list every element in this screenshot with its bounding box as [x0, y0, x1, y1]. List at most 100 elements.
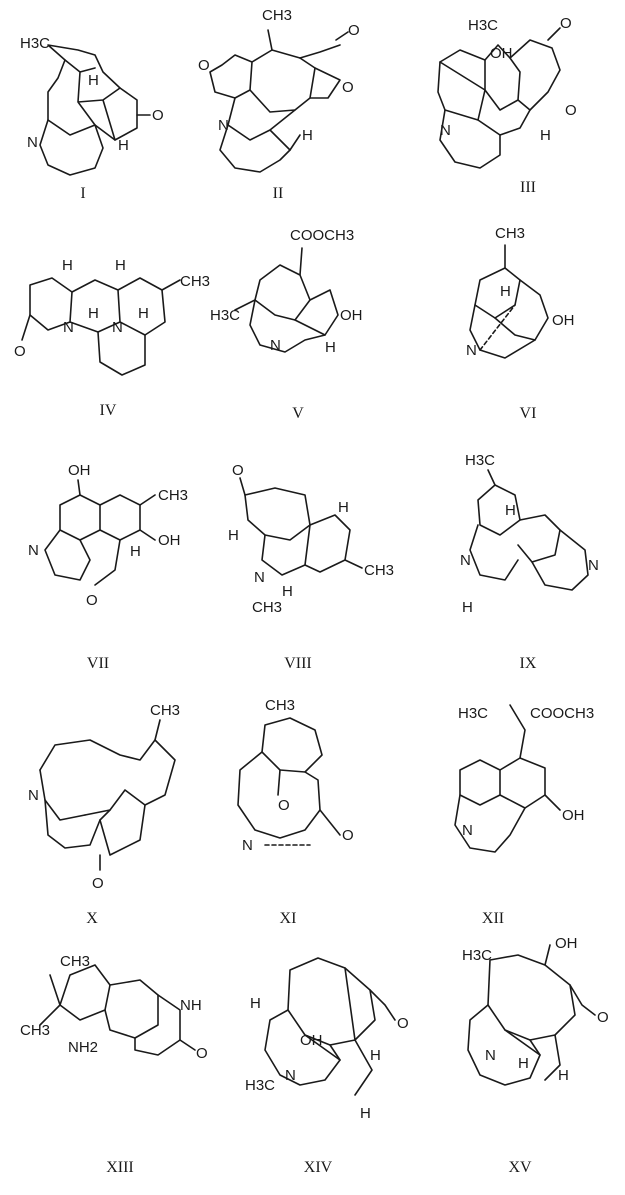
svg-text:H: H [302, 127, 313, 144]
svg-text:H3C: H3C [458, 705, 488, 722]
svg-text:OH: OH [552, 312, 575, 329]
compound-VIII: O H H N H CH3 CH3 VIII [228, 462, 394, 672]
compound-XIII-label-nh2: NH2 [68, 1039, 98, 1056]
svg-text:H3C: H3C [210, 307, 240, 324]
compound-IV-label-o: O [14, 343, 26, 360]
compound-VIII-number: VIII [284, 655, 312, 672]
compound-IV-label-h4: H [138, 305, 149, 322]
compound-XIV-label-n: N [285, 1067, 296, 1084]
compound-I-label-n: N [27, 134, 38, 151]
svg-text:CH3: CH3 [265, 697, 295, 714]
compound-XIV-label-h3: H [360, 1105, 371, 1122]
svg-text:H: H [540, 127, 551, 144]
compound-II-number: II [273, 185, 284, 202]
svg-text:CH3: CH3 [60, 953, 90, 970]
compound-XII: H3C COOCH3 N OH XII [454, 704, 594, 927]
svg-text:NH2: NH2 [68, 1039, 98, 1056]
compound-VII-number: VII [87, 655, 109, 672]
svg-text:N: N [112, 319, 123, 336]
svg-text:O: O [152, 107, 164, 124]
compound-XV-label-h3c: H3C [462, 947, 492, 964]
compound-I-number: I [80, 185, 85, 202]
compound-XIII-label-ch3-1: CH3 [60, 953, 90, 970]
compound-IX-number: IX [520, 655, 537, 672]
compound-V-label-cooch3: COOCH3 [290, 227, 354, 244]
compound-VIII-label-h1: H [228, 527, 239, 544]
compound-VII-label-oh1: OH [68, 462, 91, 479]
compound-IX-label-n-pyridine: N [588, 557, 599, 574]
svg-text:N: N [28, 542, 39, 559]
compound-II-label-o2: O [348, 22, 360, 39]
compound-XIV-label-o: O [397, 1015, 409, 1032]
svg-text:H: H [558, 1067, 569, 1084]
svg-text:O: O [92, 875, 104, 892]
compound-XI: CH3 O N O XI [237, 697, 354, 927]
compound-IX-skeleton [469, 469, 589, 591]
compound-X-label-n: N [28, 787, 39, 804]
svg-text:CH3: CH3 [150, 702, 180, 719]
svg-text:H: H [115, 257, 126, 274]
compound-VIII-label-h2: H [338, 499, 349, 516]
compound-XIII-label-o: O [196, 1045, 208, 1062]
compound-I-label-h3c: H3C [20, 35, 50, 52]
compound-XIV: H OH O H3C N H H XIV [245, 957, 409, 1176]
svg-text:N: N [462, 822, 473, 839]
compound-XI-skeleton [237, 717, 341, 839]
compound-XV-number: XV [508, 1159, 532, 1176]
svg-text:CH3: CH3 [20, 1022, 50, 1039]
svg-text:COOCH3: COOCH3 [530, 705, 594, 722]
svg-text:O: O [14, 343, 26, 360]
compound-XIV-number: XIV [304, 1159, 333, 1176]
compound-XI-number: XI [280, 910, 297, 927]
svg-text:O: O [560, 15, 572, 32]
svg-text:CH3: CH3 [252, 599, 282, 616]
compound-XV-label-o: O [597, 1009, 609, 1026]
svg-text:N: N [242, 837, 253, 854]
svg-text:O: O [198, 57, 210, 74]
svg-text:H: H [282, 583, 293, 600]
compound-IV-label-h2: H [115, 257, 126, 274]
compound-II-label-ch3: CH3 [262, 7, 292, 24]
svg-text:H3C: H3C [468, 17, 498, 34]
svg-text:NH: NH [180, 997, 202, 1014]
svg-text:N: N [218, 117, 229, 134]
compound-III-label-n: N [440, 122, 451, 139]
compound-XI-label-o2: O [342, 827, 354, 844]
compound-III-label-o1: O [560, 15, 572, 32]
svg-text:H3C: H3C [20, 35, 50, 52]
compound-XIV-skeleton [264, 957, 396, 1096]
compound-VI-label-ch3: CH3 [495, 225, 525, 242]
compound-VIII-label-ch3-1: CH3 [364, 562, 394, 579]
compound-XIII-number: XIII [106, 1159, 134, 1176]
compound-I-label-h2: H [118, 137, 129, 154]
compound-II-label-n: N [218, 117, 229, 134]
compound-IX-label-h2: H [462, 599, 473, 616]
compound-I: H3C H N O H I [20, 35, 164, 202]
compound-I-label-o: O [152, 107, 164, 124]
svg-text:CH3: CH3 [262, 7, 292, 24]
compound-IV-label-h1: H [62, 257, 73, 274]
compound-XII-skeleton [454, 704, 561, 853]
compound-XV-label-h2: H [558, 1067, 569, 1084]
compound-VII-label-h: H [130, 543, 141, 560]
compound-VII-label-ch3: CH3 [158, 487, 188, 504]
compound-XV: H3C OH O N H H XV [462, 935, 609, 1176]
svg-text:O: O [196, 1045, 208, 1062]
svg-text:H3C: H3C [245, 1077, 275, 1094]
svg-text:COOCH3: COOCH3 [290, 227, 354, 244]
compound-II-label-o1: O [198, 57, 210, 74]
svg-text:H: H [505, 502, 516, 519]
svg-text:O: O [342, 827, 354, 844]
compound-XV-label-oh: OH [555, 935, 578, 952]
compound-VII-label-n: N [28, 542, 39, 559]
compound-IX: H3C H N N H IX [460, 452, 599, 672]
svg-text:H: H [370, 1047, 381, 1064]
compound-VI-label-h: H [500, 283, 511, 300]
svg-text:N: N [270, 337, 281, 354]
svg-text:O: O [86, 592, 98, 609]
svg-text:H: H [118, 137, 129, 154]
compound-X-label-o: O [92, 875, 104, 892]
compound-IV: H H CH3 N H N H O IV [14, 257, 210, 419]
svg-text:N: N [440, 122, 451, 139]
